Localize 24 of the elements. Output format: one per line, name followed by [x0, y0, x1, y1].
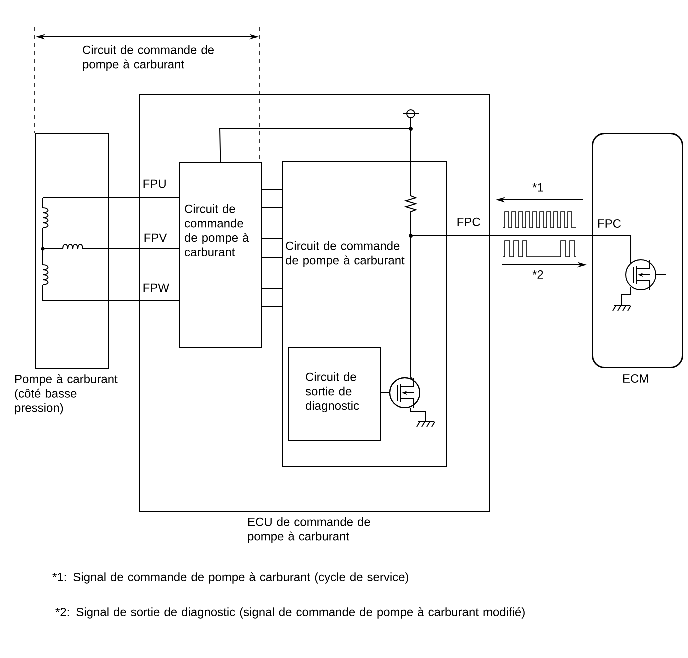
pin-label: FPC [598, 220, 622, 228]
node-label: ECU de commande de pompe à carburant [248, 518, 370, 544]
wire [262, 288, 282, 290]
wire [262, 306, 282, 308]
callout-number: *1 [532, 184, 544, 192]
note: *1: Signal de commande de pompe à carburant (cycle de service) [52, 572, 409, 584]
node-label: ECM [623, 374, 648, 384]
circuit-box: Pompe à carburant (côté basse pression) [15, 133, 118, 415]
circuit-box: Circuit de commande de pompe à carburant [179, 162, 262, 348]
circuit-box: Circuit de sortie de diagnostic [288, 347, 382, 442]
wire [262, 238, 282, 240]
edge-label: FPV [142, 232, 168, 244]
edge-label: FPU [142, 178, 168, 190]
note: *2: Signal de sortie de diagnostic (signal de commande de pompe à carburant modifié) [56, 608, 525, 619]
node-label: Pompe à carburant (côté basse pression) [15, 374, 118, 415]
dimension-label: Circuit de commande de pompe à carburant [83, 46, 214, 72]
wire [380, 392, 390, 394]
transistor-symbol [390, 378, 420, 408]
callout-number: *2 [532, 270, 544, 279]
edge-label: FPW [142, 282, 171, 294]
wire [108, 300, 180, 302]
wire [108, 248, 180, 250]
wire [220, 128, 418, 380]
edge-label: FPC [456, 216, 482, 228]
